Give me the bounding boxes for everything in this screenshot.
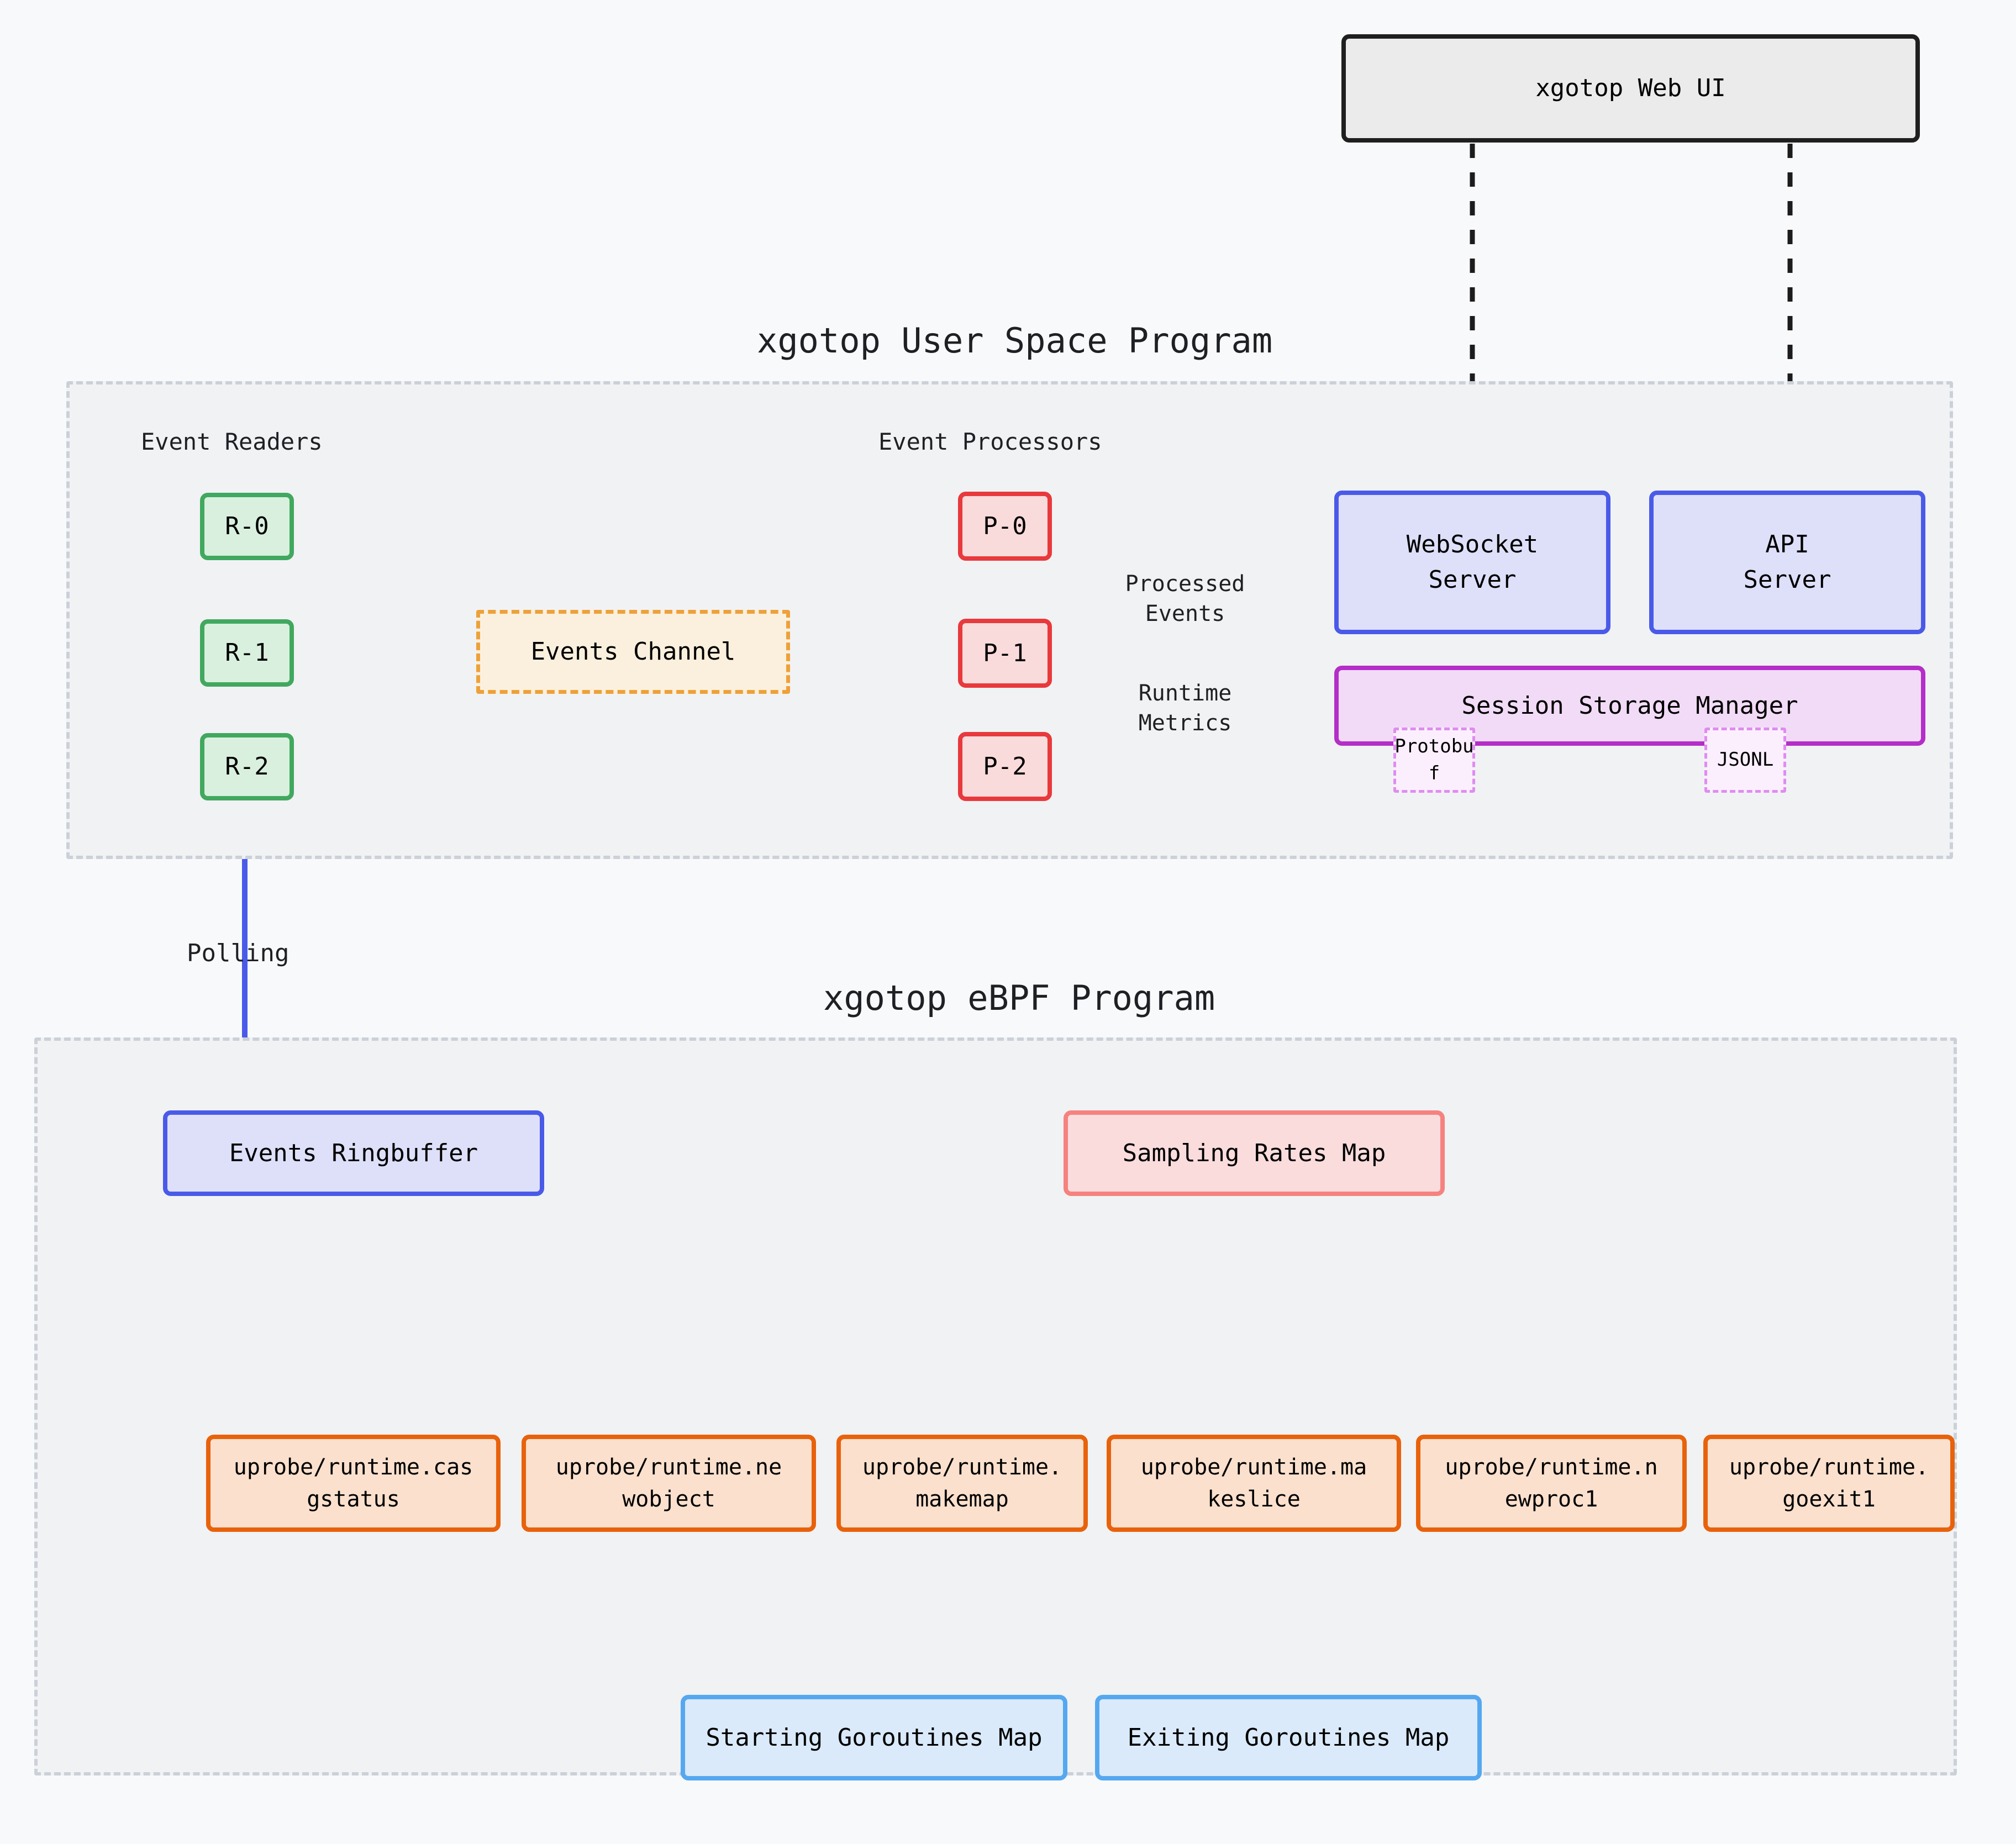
edge-label-runtime-metrics: Runtime Metrics — [1138, 681, 1232, 736]
node-session-storage-manager[interactable]: Session Storage Manager — [1334, 666, 1925, 746]
node-reader-r1[interactable]: R-1 — [200, 619, 294, 687]
node-starting-goroutines-map[interactable]: Starting Goroutines Map — [681, 1695, 1067, 1780]
title-user-space: xgotop User Space Program — [757, 320, 1273, 361]
session-storage-label: Session Storage Manager — [1461, 691, 1798, 720]
group-label-event-processors: Event Processors — [878, 428, 1102, 455]
node-processor-p2[interactable]: P-2 — [958, 732, 1052, 801]
node-uprobe-casgstatus[interactable]: uprobe/runtime.cas gstatus — [206, 1435, 501, 1532]
node-reader-r0[interactable]: R-0 — [200, 493, 294, 560]
node-events-channel[interactable]: Events Channel — [476, 610, 790, 694]
node-uprobe-goexit1[interactable]: uprobe/runtime. goexit1 — [1703, 1435, 1955, 1532]
edge-label-processed-events: Processed Events — [1125, 571, 1245, 626]
node-storage-format-jsonl[interactable]: JSONL — [1704, 728, 1786, 793]
node-uprobe-newobject[interactable]: uprobe/runtime.ne wobject — [522, 1435, 816, 1532]
node-storage-format-protobuf[interactable]: Protobu f — [1393, 728, 1475, 793]
node-events-ringbuffer[interactable]: Events Ringbuffer — [163, 1110, 544, 1196]
node-uprobe-newproc1[interactable]: uprobe/runtime.n ewproc1 — [1416, 1435, 1687, 1532]
node-sampling-rates-map[interactable]: Sampling Rates Map — [1064, 1110, 1445, 1196]
node-uprobe-makemap[interactable]: uprobe/runtime. makemap — [836, 1435, 1088, 1532]
node-api-server[interactable]: API Server — [1649, 491, 1925, 634]
title-ebpf: xgotop eBPF Program — [823, 978, 1215, 1018]
node-processor-p0[interactable]: P-0 — [958, 492, 1052, 561]
node-xgotop-web-ui[interactable]: xgotop Web UI — [1341, 34, 1920, 143]
group-label-event-readers: Event Readers — [141, 428, 323, 455]
node-reader-r2[interactable]: R-2 — [200, 733, 294, 800]
polling-label: Polling — [187, 939, 289, 967]
node-processor-p1[interactable]: P-1 — [958, 619, 1052, 688]
node-uprobe-makeslice[interactable]: uprobe/runtime.ma keslice — [1107, 1435, 1401, 1532]
node-exiting-goroutines-map[interactable]: Exiting Goroutines Map — [1095, 1695, 1482, 1780]
node-websocket-server[interactable]: WebSocket Server — [1334, 491, 1610, 634]
